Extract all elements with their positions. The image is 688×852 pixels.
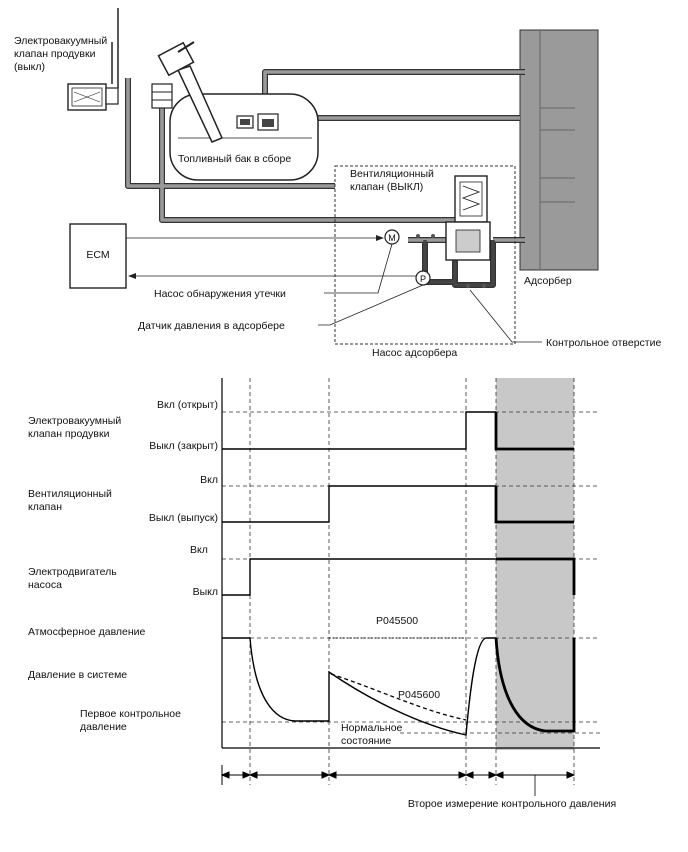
purge-high-label: Вкл (открыт) (157, 399, 218, 411)
separator (151, 83, 173, 109)
normal-label-2: состояние (341, 735, 391, 747)
orifice-marks (416, 234, 486, 288)
first-reference-label-2: давление (80, 721, 127, 733)
second-measurement-label: Второе измерение контрольного давления (408, 798, 616, 810)
canister-pump-label: Насос адсорбера (372, 347, 457, 359)
purge-name-1: Электровакуумный (28, 415, 121, 427)
pump-motor-signal-bold (496, 557, 576, 595)
purge-low-label: Выкл (закрыт) (149, 440, 218, 452)
system-pressure-label: Давление в системе (28, 669, 127, 681)
vent-name-1: Вентиляционный (28, 488, 112, 500)
motor-symbol-label: M (388, 233, 396, 243)
timing-chart: Вкл (открыт) Электровакуумный клапан про… (28, 378, 616, 810)
motor-name-2: насоса (28, 579, 62, 591)
leak-pump-label: Насос обнаружения утечки (154, 288, 286, 300)
fuel-tank-label: Топливный бак в сборе (178, 153, 291, 165)
purge-valve-label-1: Электровакуумный (14, 35, 107, 47)
vent-low-label: Выкл (выпуск) (149, 512, 218, 524)
vent-valve-label-2: клапан (ВЫКЛ) (350, 181, 423, 193)
canister (519, 29, 599, 271)
ecm-label: ECM (86, 249, 109, 261)
filler-neck (176, 65, 224, 143)
purge-valve-label-2: клапан продувки (14, 48, 96, 60)
canister-pump-module (334, 165, 516, 345)
p045600-branch (330, 673, 467, 721)
vent-valve-signal-bold (494, 486, 574, 524)
code-p045600: P045600 (398, 689, 440, 701)
canister-label: Адсорбер (524, 275, 572, 287)
second-measurement-shade (496, 378, 574, 750)
first-reference-label-1: Первое контрольное (80, 708, 181, 720)
fuel-cap (157, 41, 195, 77)
reference-orifice-label: Контрольное отверстие (546, 337, 661, 349)
motor-low-label: Выкл (193, 586, 218, 598)
atmospheric-pressure-label: Атмосферное давление (28, 626, 146, 638)
vent-name-2: клапан (28, 501, 62, 513)
ecm-box (69, 223, 127, 289)
purge-valve-label-3: (выкл) (14, 61, 45, 73)
purge-valve-signal-bold (494, 412, 574, 451)
sensor-symbol-label: P (420, 274, 426, 284)
motor-high-label: Вкл (190, 544, 208, 556)
pressure-curve-bold (494, 637, 576, 733)
purge-name-2: клапан продувки (28, 428, 110, 440)
fuel-tank (169, 93, 319, 181)
purge-valve-signal (222, 411, 496, 450)
vent-valve-signal (222, 485, 496, 523)
vent-high-label: Вкл (200, 474, 218, 486)
purge-valve (67, 83, 119, 111)
pump-motor-signal (222, 558, 496, 596)
code-p045500: P045500 (376, 615, 418, 627)
phase-arrows (220, 765, 576, 785)
schematic: Топливный бак в сборе (14, 8, 661, 359)
pressure-curve (222, 637, 496, 736)
vent-valve-label-1: Вентиляционный (350, 168, 434, 180)
motor-name-1: Электродвигатель (28, 566, 117, 578)
pressure-sensor-label: Датчик давления в адсорбере (138, 320, 285, 332)
normal-label-1: Нормальное (341, 722, 403, 734)
vent-valve (445, 175, 491, 261)
